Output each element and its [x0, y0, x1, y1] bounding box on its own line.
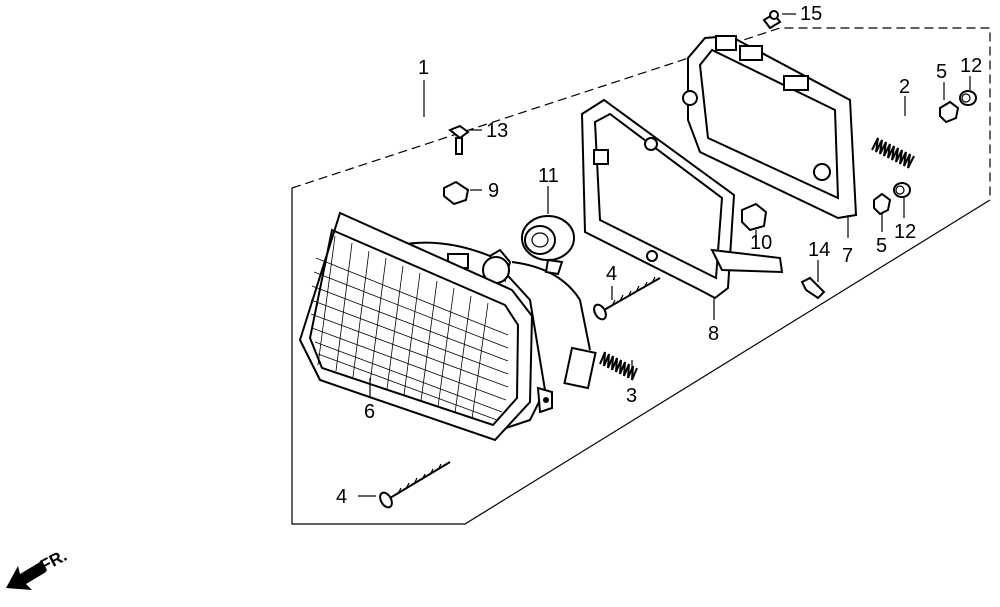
nut-upper[interactable]: [939, 82, 960, 124]
adjusting-screw-upper[interactable]: [592, 276, 661, 321]
callouts: 1 2 3 4 4 5 5 6 7 8 9 10 11 12 12 13 14 …: [336, 3, 982, 508]
headlight-rim[interactable]: [682, 34, 858, 220]
bushing[interactable]: [741, 202, 768, 240]
callout-13: 13: [486, 120, 508, 142]
callout-7: 7: [842, 245, 853, 267]
nut-lower[interactable]: [873, 192, 892, 232]
screw-14[interactable]: [800, 260, 826, 300]
spring-upper[interactable]: [871, 96, 915, 169]
callout-2: 2: [899, 76, 910, 98]
callout-1: 1: [418, 57, 429, 79]
callout-4-lower: 4: [336, 486, 347, 508]
callout-14: 14: [808, 239, 830, 261]
headlight-case[interactable]: [580, 98, 784, 300]
assembly-boundary: [291, 27, 991, 525]
lens-grid: [310, 235, 509, 421]
adjusting-screw-lower[interactable]: [358, 461, 451, 509]
callout-9: 9: [488, 180, 499, 202]
grommet-upper[interactable]: [959, 76, 977, 106]
bulb-socket[interactable]: [521, 215, 575, 276]
callout-6: 6: [364, 401, 375, 423]
callout-5-lower: 5: [876, 235, 887, 257]
callout-11: 11: [538, 165, 559, 187]
headlight-unit[interactable]: [298, 211, 597, 442]
callout-8: 8: [708, 323, 719, 345]
callout-3: 3: [626, 385, 637, 407]
callout-5-upper: 5: [936, 61, 947, 83]
arrow-left-down-icon: [6, 562, 46, 590]
screw-13[interactable]: [448, 124, 482, 155]
callout-4-upper: 4: [606, 263, 617, 285]
callout-12-upper: 12: [960, 55, 982, 77]
callout-12-lower: 12: [894, 221, 916, 243]
clip-nut[interactable]: [443, 180, 482, 206]
callout-10: 10: [750, 232, 772, 254]
spring-lower[interactable]: [599, 351, 638, 381]
front-direction-indicator: FR.: [6, 546, 70, 590]
grommet-lower[interactable]: [893, 182, 911, 218]
callout-15: 15: [800, 3, 822, 25]
leader-lines: [369, 186, 849, 398]
screw-small[interactable]: [762, 10, 796, 30]
